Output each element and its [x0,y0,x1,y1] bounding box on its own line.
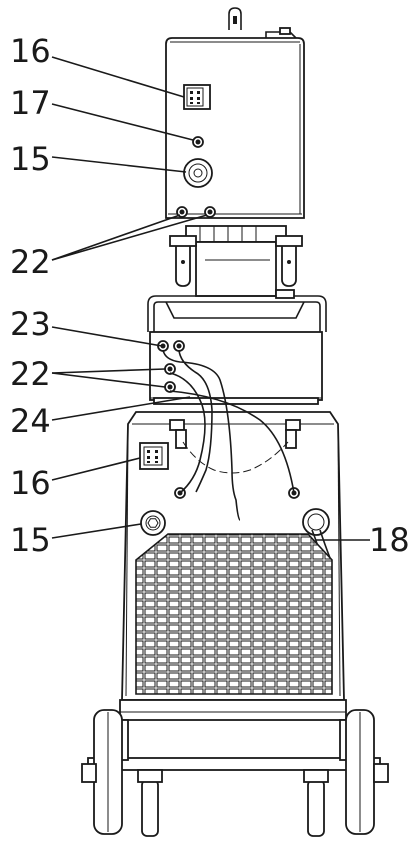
wire-feeder-unit [165,7,305,297]
control-socket-16-bottom [139,442,169,470]
ventilation-grille [135,533,333,695]
callout-22-top: 22 [10,243,51,281]
callout-24: 24 [10,402,51,440]
callout-15-bottom: 15 [10,521,51,559]
callout-15-top: 15 [10,140,51,178]
leader-22-top-a [51,214,181,261]
leader-15-bottom [51,523,142,539]
callout-23: 23 [10,305,51,343]
leader-22-mid-a [51,368,166,374]
leader-16-bottom [51,457,141,481]
current-connector-15-top [183,158,213,188]
leader-24 [51,396,191,421]
callout-18: 18 [369,521,410,559]
power-source-unit [119,411,347,721]
gas-connector-17 [192,136,204,148]
coolant-hoses [162,349,295,521]
callout-17: 17 [10,84,51,122]
leader-22-mid-b [51,372,166,388]
leader-15-top [51,156,187,173]
callout-22-mid: 22 [10,355,51,393]
leader-22-top-b [51,214,208,261]
handle-frame [147,289,327,332]
leader-lines [51,56,370,541]
cooling-unit [149,331,323,405]
transport-cart [81,709,389,837]
callout-16-top: 16 [10,32,51,70]
control-socket-16-top [183,84,211,110]
callout-16-bottom: 16 [10,464,51,502]
callout-labels: 16 17 15 22 23 22 24 16 15 18 [10,32,410,559]
current-connector-15-bottom [140,510,166,536]
leader-16-top [51,56,185,98]
leader-17 [51,103,194,141]
leader-23 [51,326,163,347]
